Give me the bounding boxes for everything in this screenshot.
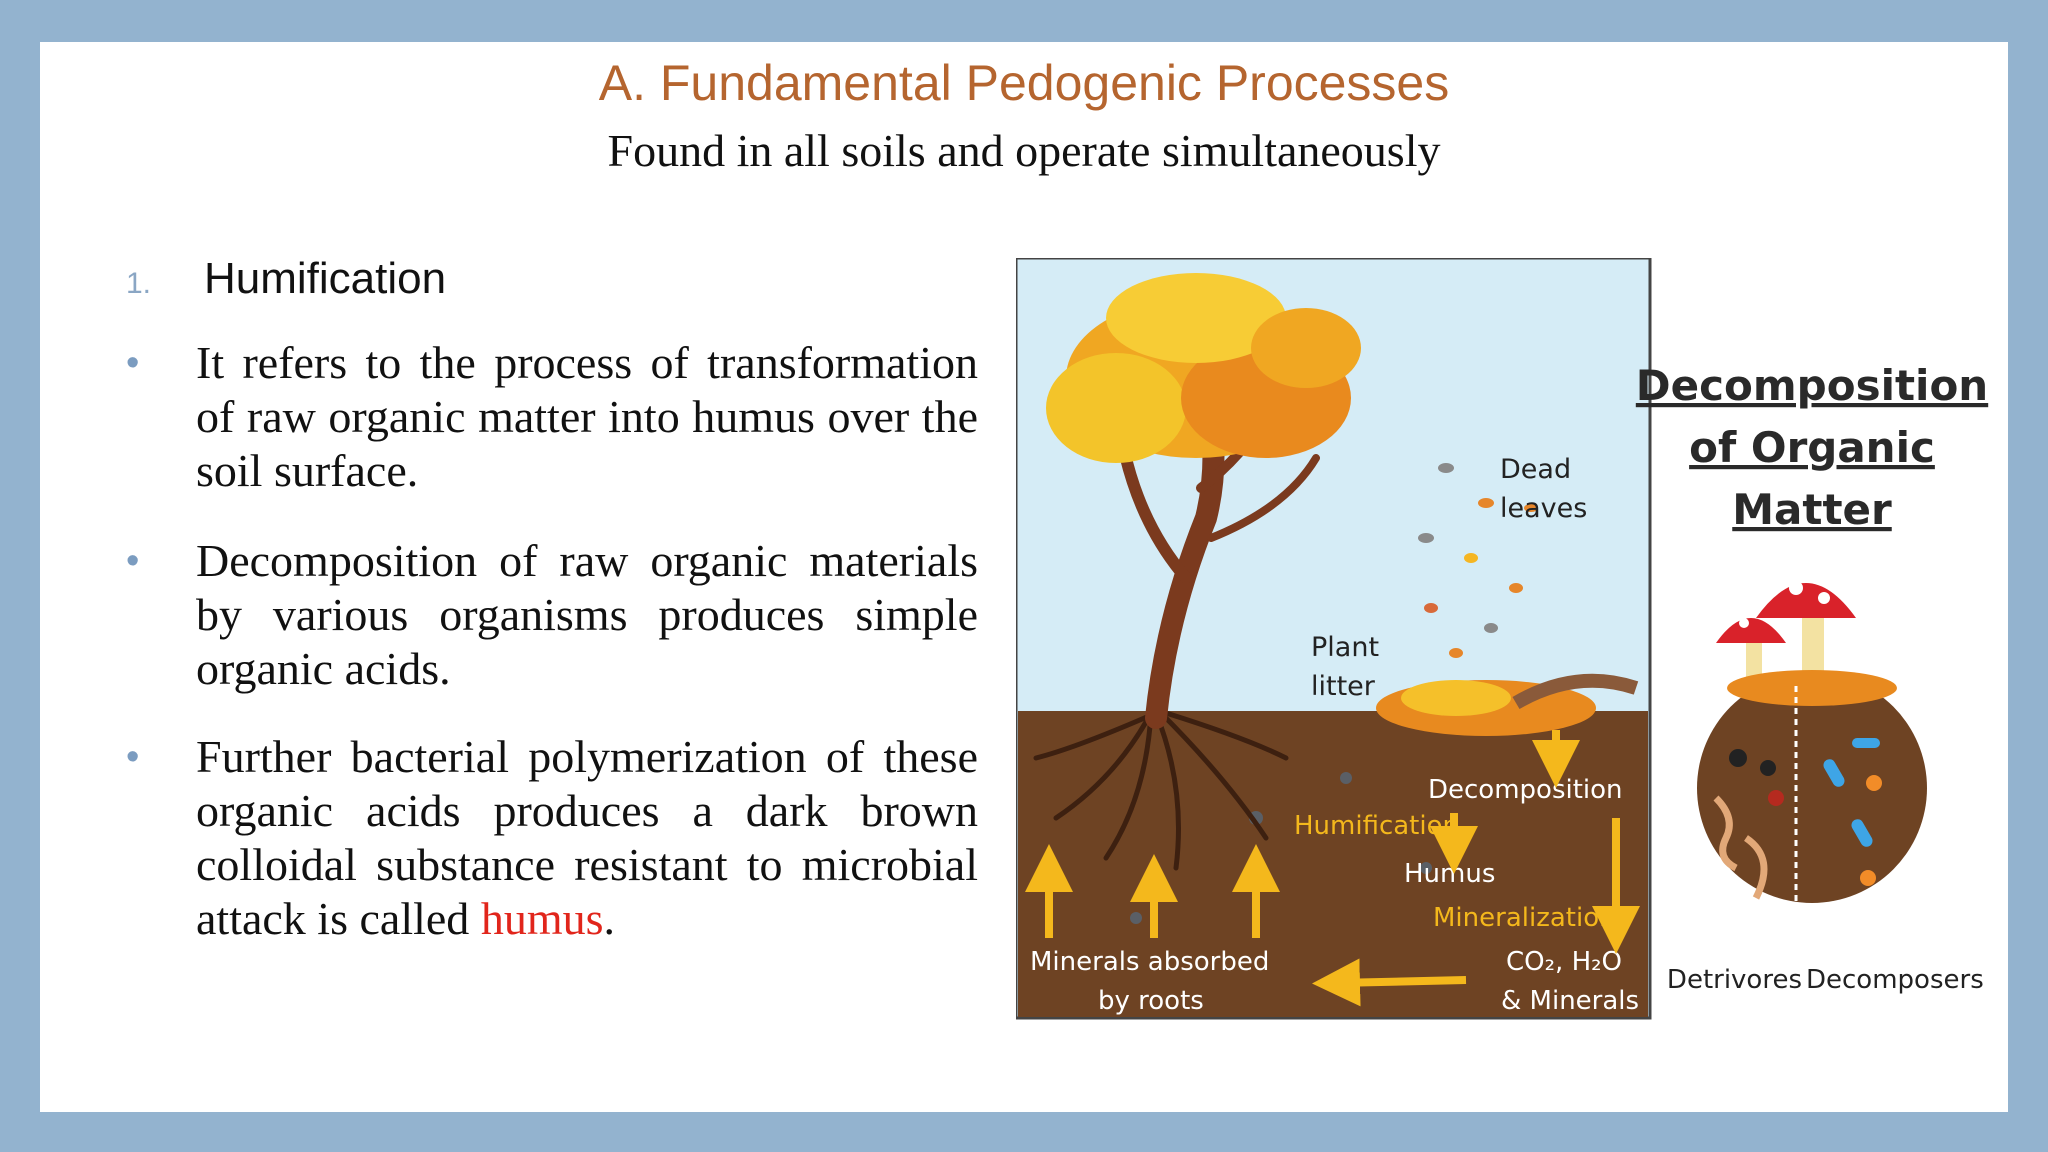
slide-title: A. Fundamental Pedogenic Processes (598, 55, 1450, 111)
humus-highlight: humus (480, 893, 604, 944)
item-number: 1. (126, 267, 152, 300)
leaf-litter (1376, 673, 1639, 736)
item-label: Humification (204, 254, 447, 303)
bullet-text: Further bacterial polymerization of thes… (196, 731, 978, 944)
bullet-dot-icon: • (126, 540, 140, 582)
dead-leaves-label: leaves (1500, 493, 1587, 524)
soil-section (1697, 670, 1927, 958)
co2-h2o-label: CO₂, H₂O (1506, 947, 1622, 977)
figure-heading: of Organic (1689, 423, 1935, 472)
and-minerals-label: & Minerals (1501, 986, 1639, 1016)
numbered-item: 1. Humification (126, 254, 446, 304)
falling-leaves (1418, 463, 1538, 658)
slide: A. Fundamental Pedogenic Processes Found… (40, 42, 2008, 1112)
tree-canopy (1046, 273, 1361, 463)
bullet-1: • It refers to the process of transforma… (126, 336, 978, 498)
decomposition-figure: Dead leaves Plant litter Decomposition H… (1014, 256, 1996, 1066)
process-arrows (1025, 730, 1640, 1007)
figure-heading: Decomposition (1636, 361, 1988, 410)
plant-litter-label: Plant (1311, 632, 1379, 663)
decomposition-label: Decomposition (1428, 775, 1623, 805)
plant-litter-label: litter (1311, 671, 1376, 702)
humus-label: Humus (1404, 859, 1495, 889)
mineralization-label: Mineralization (1433, 903, 1616, 933)
slide-subtitle: Found in all soils and operate simultane… (607, 125, 1441, 176)
dead-leaves-label: Dead (1500, 454, 1571, 485)
figure-heading: Matter (1732, 485, 1892, 534)
bullet-2: • Decomposition of raw organic materials… (126, 534, 978, 696)
bullet-dot-icon: • (126, 342, 140, 384)
mushroom-icon (1716, 581, 1856, 688)
minerals-absorbed-label: Minerals absorbed (1030, 947, 1269, 977)
bullet-text: It refers to the process of transformati… (196, 337, 978, 496)
bullet-3: • Further bacterial polymerization of th… (126, 730, 978, 946)
decomposers-label: Decomposers (1806, 965, 1984, 995)
decomposition-diagram: Dead leaves Plant litter Decomposition H… (1014, 256, 1988, 1020)
tree-roots (1033, 710, 1289, 871)
bullet-text: Decomposition of raw organic materials b… (196, 535, 978, 694)
bullet-dot-icon: • (126, 736, 140, 778)
detrivores-label: Detrivores (1667, 965, 1802, 995)
humification-label: Humification (1294, 811, 1459, 841)
minerals-absorbed-label: by roots (1098, 986, 1204, 1016)
